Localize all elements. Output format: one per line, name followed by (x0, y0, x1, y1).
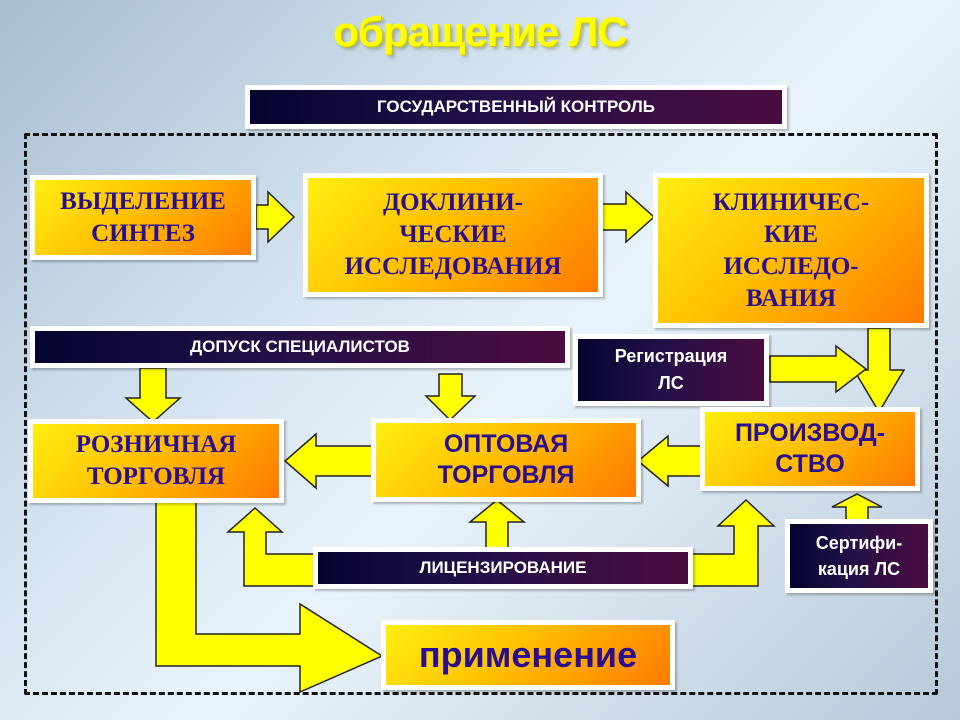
certification-line-1: Сертифи- (815, 532, 903, 553)
retail-line-1: РОЗНИЧНАЯ (75, 431, 237, 458)
preclinical-line-1: ДОКЛИНИ- (382, 189, 524, 216)
preclinical-line-3: ИССЛЕДОВАНИЯ (344, 253, 562, 280)
retail-line-2: ТОРГОВЛЯ (86, 463, 226, 490)
registration-line-2: ЛС (658, 373, 684, 393)
synthesis-box: ВЫДЕЛЕНИЕ СИНТЕЗ (30, 175, 256, 260)
preclinical-box: ДОКЛИНИ- ЧЕСКИЕ ИССЛЕДОВАНИЯ (303, 173, 603, 297)
certification-line-2: кация ЛС (817, 559, 901, 579)
page-title: обращение ЛС (333, 8, 627, 55)
application-box: применение (381, 620, 675, 690)
arrow-retail-to-application (155, 499, 384, 694)
application-label: применение (386, 625, 670, 685)
certification-box: Сертифи- кация ЛС (785, 519, 933, 593)
wholesale-box: ОПТОВАЯ ТОРГОВЛЯ (371, 418, 641, 502)
arrow-admission-to-wholesale (424, 373, 477, 422)
production-box: ПРОИЗВОД- СТВО (700, 407, 920, 491)
wholesale-line-2: ТОРГОВЛЯ (437, 461, 575, 489)
arrow-licensing-to-production (691, 498, 776, 587)
arrow-registration-to-production (769, 344, 868, 394)
production-line-2: СТВО (775, 450, 845, 478)
preclinical-line-2: ЧЕСКИЕ (399, 221, 507, 248)
clinical-line-2: КИЕ (763, 220, 819, 248)
arrow-certification-to-production (831, 493, 883, 521)
dashed-frame (24, 133, 938, 695)
clinical-line-4: ВАНИЯ (745, 284, 837, 312)
clinical-line-3: ИССЛЕДО- (723, 252, 859, 280)
licensing-box: ЛИЦЕНЗИРОВАНИЕ (313, 547, 693, 589)
state-control-box: ГОСУДАРСТВЕННЫЙ КОНТРОЛЬ (245, 85, 787, 129)
arrow-admission-to-retail (124, 367, 182, 424)
arrow-licensing-to-wholesale (467, 499, 527, 550)
registration-line-1: Регистрация (614, 346, 728, 366)
clinical-box: КЛИНИЧЕС- КИЕ ИССЛЕДО- ВАНИЯ (653, 173, 929, 328)
arrow-licensing-to-retail (226, 506, 317, 587)
synthesis-line-2: СИНТЕЗ (91, 219, 195, 247)
arrow-production-to-wholesale (636, 434, 707, 488)
registration-box: Регистрация ЛС (573, 334, 769, 406)
synthesis-line-1: ВЫДЕЛЕНИЕ (60, 187, 226, 215)
licensing-label: ЛИЦЕНЗИРОВАНИЕ (318, 552, 688, 584)
retail-box: РОЗНИЧНАЯ ТОРГОВЛЯ (28, 419, 284, 503)
clinical-line-1: КЛИНИЧЕС- (712, 188, 870, 216)
wholesale-line-1: ОПТОВАЯ (443, 429, 569, 458)
production-line-1: ПРОИЗВОД- (734, 418, 886, 447)
arrow-wholesale-to-retail (283, 432, 377, 490)
arrow-preclinical-to-clinical (601, 190, 656, 244)
specialist-admission-box: ДОПУСК СПЕЦИАЛИСТОВ (30, 326, 570, 368)
specialist-admission-label: ДОПУСК СПЕЦИАЛИСТОВ (35, 331, 565, 363)
arrow-synthesis-to-preclinical (255, 190, 296, 244)
state-control-label: ГОСУДАРСТВЕННЫЙ КОНТРОЛЬ (250, 90, 782, 124)
